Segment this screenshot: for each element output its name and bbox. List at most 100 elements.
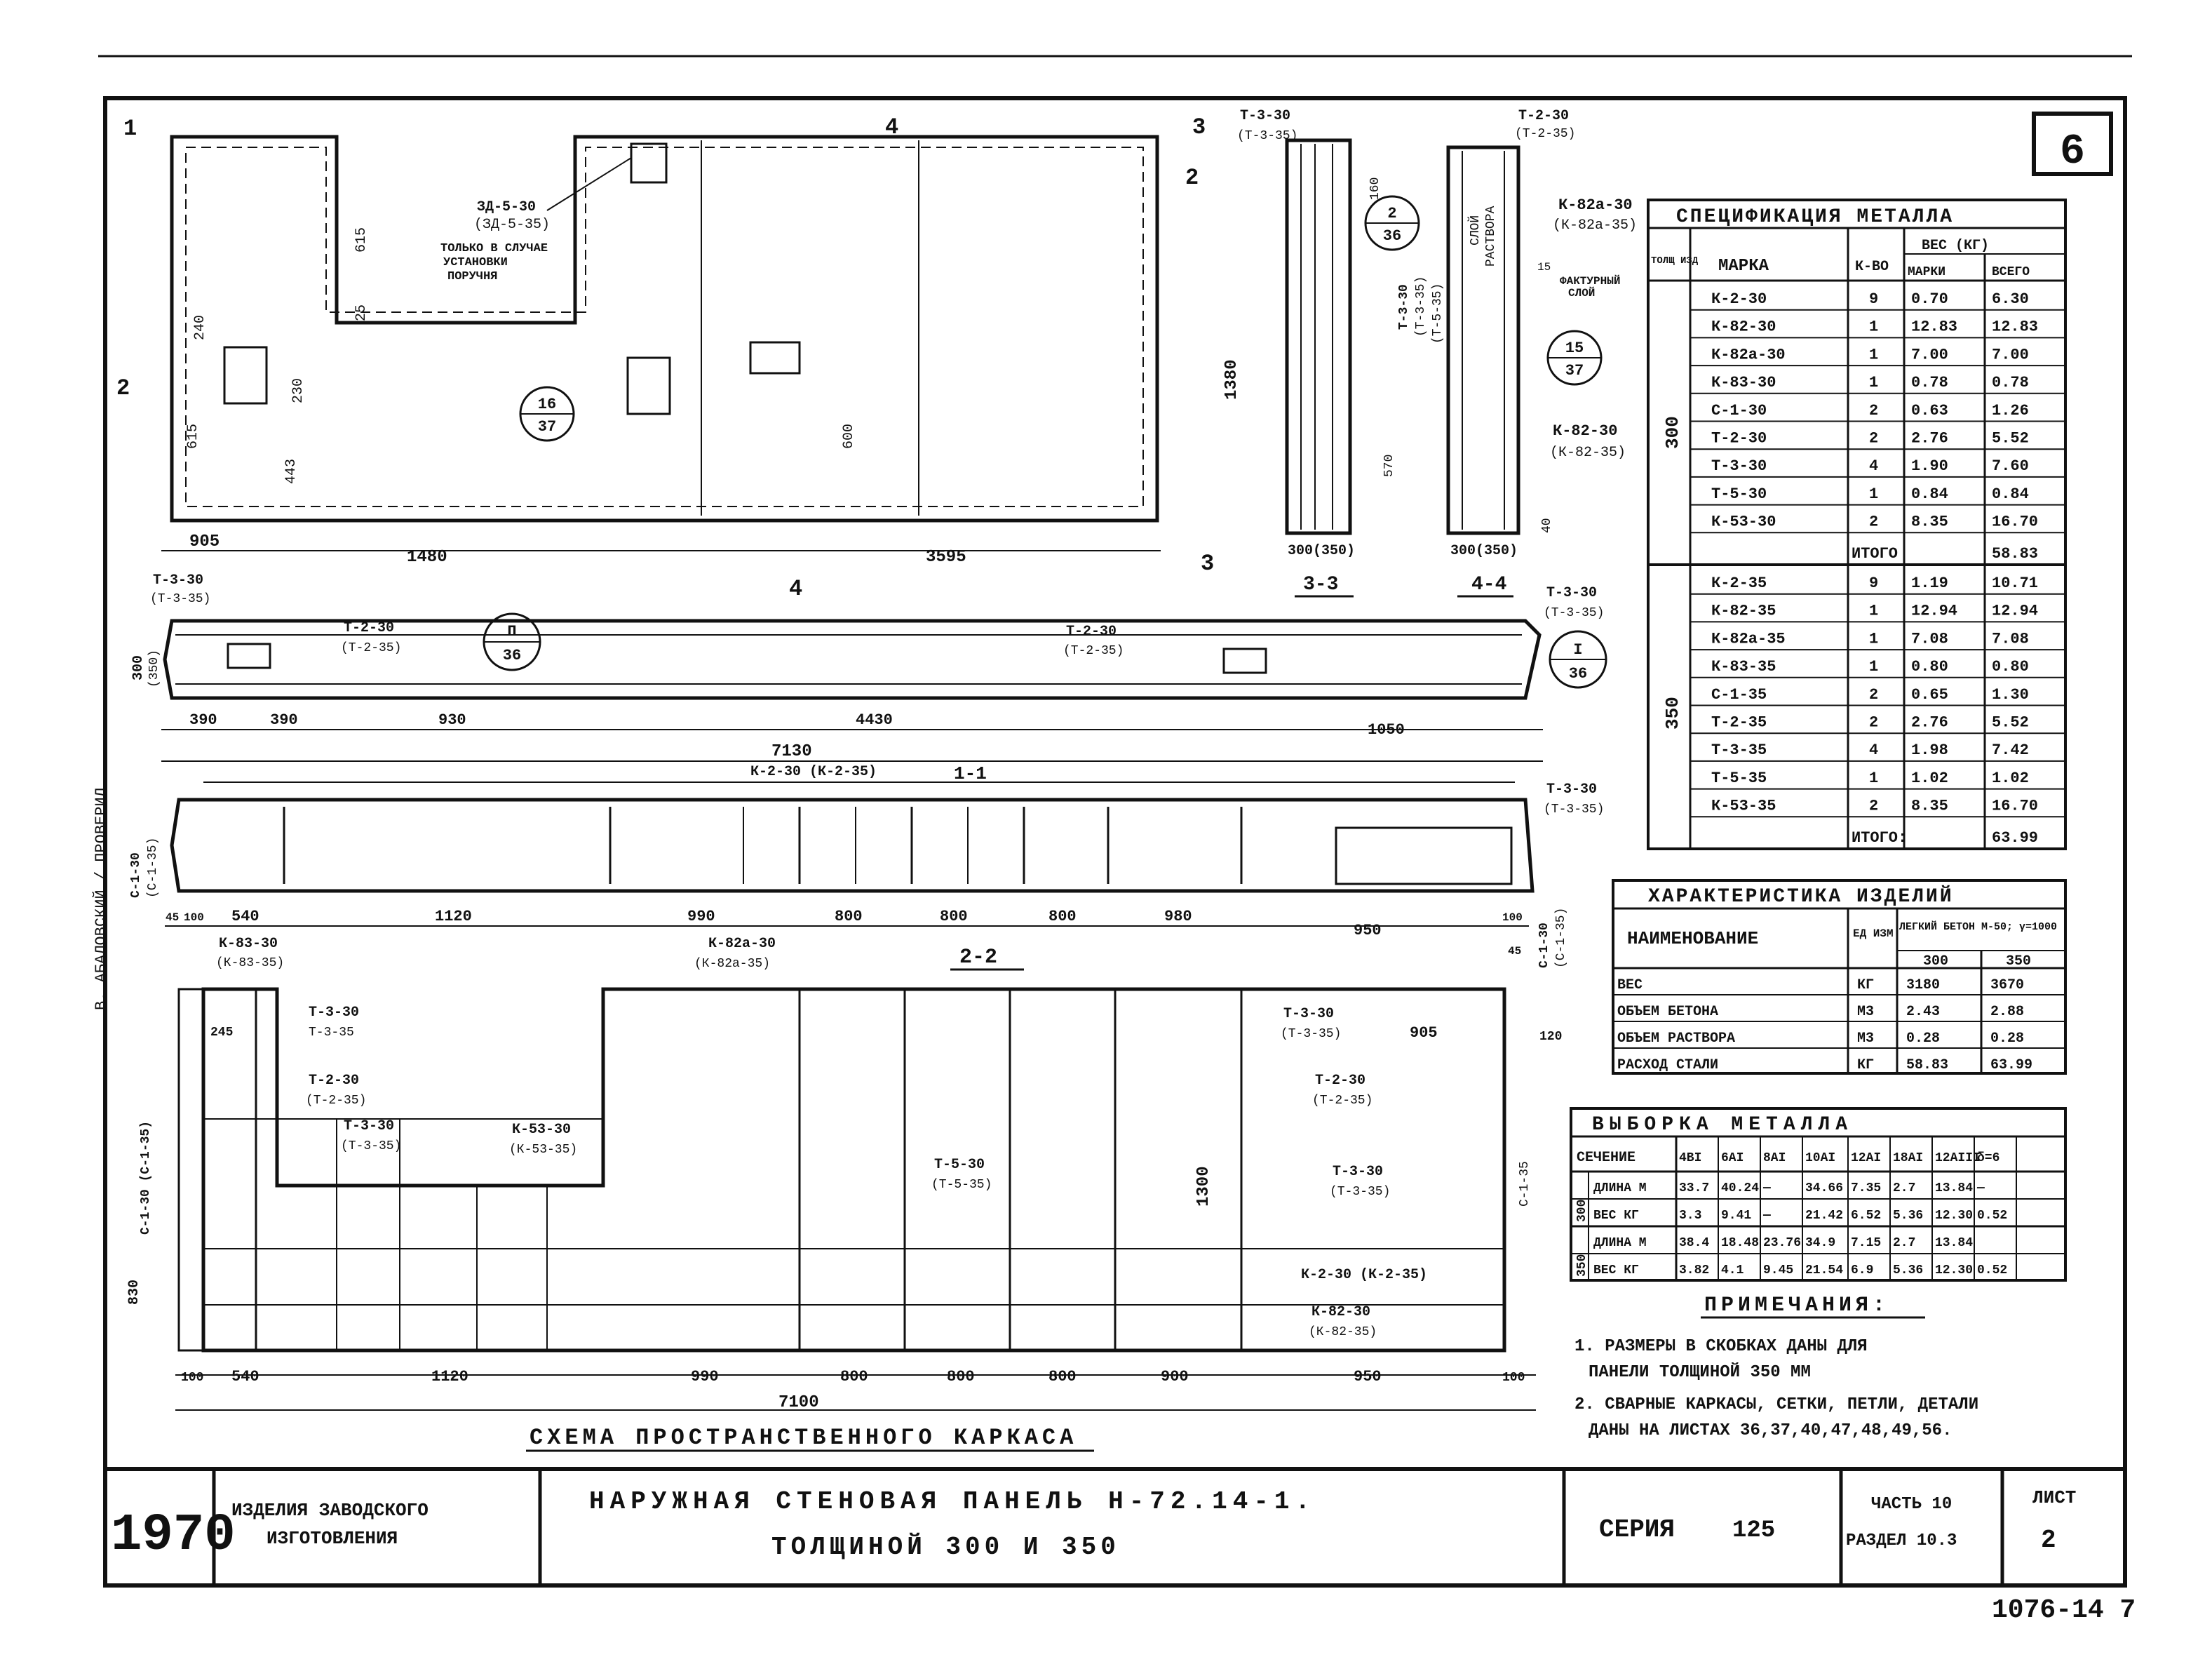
spec-cell: К-82-35	[1711, 603, 1776, 620]
notes-title: ПРИМЕЧАНИЯ:	[1704, 1294, 1889, 1317]
char-cell: ОБЪЕМ БЕТОНА	[1617, 1004, 1718, 1020]
spec-cell: К-2-35	[1711, 575, 1767, 592]
sample-header-cell: 12АIII	[1935, 1151, 1981, 1165]
char-cell: ВЕС	[1617, 977, 1643, 993]
plan-callout-2: ТОЛЬКО В СЛУЧАЕ	[440, 242, 548, 255]
spec-cell: 7.00	[1911, 346, 1948, 363]
plan-dim-0: 615	[353, 227, 370, 253]
frame-dim-1: 540	[231, 1368, 259, 1386]
spec-cell: Т-2-30	[1711, 430, 1767, 448]
spec-cell: 4	[1869, 742, 1878, 759]
elev-bubble-b-top: I	[1573, 641, 1582, 659]
sample-cell: 34.66	[1805, 1181, 1843, 1195]
char-col-name: НАИМЕНОВАНИЕ	[1627, 928, 1758, 949]
sample-cell: 5.36	[1893, 1209, 1923, 1223]
spec-cell: 0.78	[1911, 374, 1948, 391]
sec44-label-4: СЛОЙ	[1467, 215, 1483, 246]
plan-dim-6: 600	[841, 424, 857, 449]
plan-dim-3: 230	[290, 378, 306, 403]
elevation-1-1: Т-3-30 (Т-3-35) Т-2-30 (Т-2-35) Т-2-30 (…	[130, 572, 1607, 762]
frame-label-9: (Т-3-35)	[341, 1139, 401, 1153]
frame-dim-4: 800	[840, 1368, 868, 1386]
sample-header-cell: 6АI	[1721, 1151, 1744, 1165]
sample-row-label: ВЕС КГ	[1593, 1263, 1639, 1277]
sample-row-label: ДЛИНА М	[1593, 1236, 1647, 1250]
sec44-label-1: (Т-2-35)	[1515, 127, 1575, 141]
sec44-bubble-top: 15	[1565, 340, 1584, 357]
spec-cell: К-82а-35	[1711, 630, 1786, 648]
sec44-bubble-bottom: 37	[1565, 362, 1584, 380]
char-cell: 3180	[1906, 977, 1940, 993]
spec-cell: 0.80	[1911, 658, 1948, 676]
spec-cell: 9	[1869, 575, 1878, 592]
char-thickness-350: 350	[2006, 953, 2031, 970]
section-mark-3b: 3	[1201, 551, 1214, 577]
plan-bubble-bottom: 37	[538, 418, 556, 436]
sample-cell: 6.9	[1851, 1263, 1873, 1277]
spec-cell: 1	[1869, 374, 1878, 391]
frame-dim-6: 800	[1048, 1368, 1077, 1386]
sample-cell: —	[1976, 1181, 1985, 1195]
sample-cell: 13.84	[1935, 1236, 1973, 1250]
spec-cell: Т-5-35	[1711, 770, 1767, 787]
spec-cell: 2.76	[1911, 714, 1948, 732]
sec33-dim-2: 300(350)	[1288, 543, 1355, 559]
sec44-title: 4-4	[1471, 574, 1506, 596]
section-mark-2b: 2	[1185, 165, 1199, 191]
plan-dim-7: 1380	[1222, 359, 1241, 400]
sec22-label-1: Т-3-30	[1546, 781, 1597, 798]
sec33-bubble-bottom: 36	[1383, 227, 1401, 245]
sec22-dim-6: 800	[940, 908, 968, 925]
spec-cell: 1.19	[1911, 575, 1948, 592]
spec-cell: К-83-35	[1711, 658, 1776, 676]
sample-cell: 2.7	[1893, 1181, 1915, 1195]
spec-header-mark: МАРКА	[1718, 257, 1769, 276]
spec-cell: 7.08	[1992, 630, 2029, 648]
drawing-frame	[103, 96, 2127, 1588]
spec-cell: 7.42	[1992, 742, 2029, 759]
frame-label-2: К-82а-30	[708, 936, 776, 952]
sec33-label-2: Т-3-30	[1397, 284, 1411, 330]
elev-label-5: (Т-2-35)	[1063, 644, 1124, 658]
spec-cell: 2.76	[1911, 430, 1948, 448]
spec-title: СПЕЦИФИКАЦИЯ МЕТАЛЛА	[1676, 206, 1954, 228]
frame-dim-height: 1300	[1194, 1166, 1213, 1207]
spec-cell: К-83-30	[1711, 374, 1776, 391]
notes-line-1: ПАНЕЛИ ТОЛЩИНОЙ 350 ММ	[1589, 1362, 1811, 1382]
sec22-label-5: С-1-30	[1537, 923, 1551, 968]
sample-row-label: ВЕС КГ	[1593, 1209, 1639, 1223]
sample-cell: 12.30	[1935, 1209, 1973, 1223]
spec-cell: 0.78	[1992, 374, 2029, 391]
title-category-line2: ИЗГОТОВЛЕНИЯ	[267, 1528, 398, 1549]
plan-dim-4: 615	[185, 424, 201, 449]
spec-cell: 1	[1869, 603, 1878, 620]
spec-cell: К-82а-30	[1711, 346, 1786, 363]
frame-label-17: (Т-2-35)	[1312, 1094, 1373, 1108]
char-title: ХАРАКТЕРИСТИКА ИЗДЕЛИЙ	[1648, 885, 1954, 908]
section-mark-2a: 2	[116, 375, 130, 401]
elev-dim-2: 930	[438, 711, 466, 729]
frame-label-14: Т-3-30	[1283, 1006, 1334, 1022]
sec22-title: 2-2	[959, 946, 997, 970]
spec-cell: 0.63	[1911, 402, 1948, 420]
spec-cell: 1.98	[1911, 742, 1948, 759]
sample-header-cell: 12АI	[1851, 1151, 1881, 1165]
frame-scheme: К-83-30 (К-83-35) К-82а-30 (К-82а-35) Т-…	[126, 936, 1562, 1452]
sec22-dim-9: 950	[1354, 922, 1382, 939]
spec-cell: 16.70	[1992, 798, 2038, 815]
elev-label-1: (Т-3-35)	[150, 592, 210, 606]
plan-dim-9: 1480	[407, 548, 447, 567]
plan-callout-1: (ЗД-5-35)	[474, 217, 550, 233]
sheet-number-box: 6	[2060, 128, 2085, 176]
spec-cell: 4	[1869, 457, 1878, 475]
spec-cell: 0.70	[1911, 290, 1948, 308]
sec22-dim-4: 990	[687, 908, 715, 925]
plan-dim-2: 240	[192, 315, 208, 340]
sec22-dim-2: 540	[231, 908, 259, 925]
sample-header-cell: 10АI	[1805, 1151, 1835, 1165]
sec44-label-5: РАСТВОРА	[1484, 206, 1498, 267]
spec-cell: 1	[1869, 658, 1878, 676]
title-category-line1: ИЗДЕЛИЯ ЗАВОДСКОГО	[231, 1500, 429, 1521]
title-name-line1: НАРУЖНАЯ СТЕНОВАЯ ПАНЕЛЬ Н-72.14-1.	[589, 1487, 1316, 1516]
